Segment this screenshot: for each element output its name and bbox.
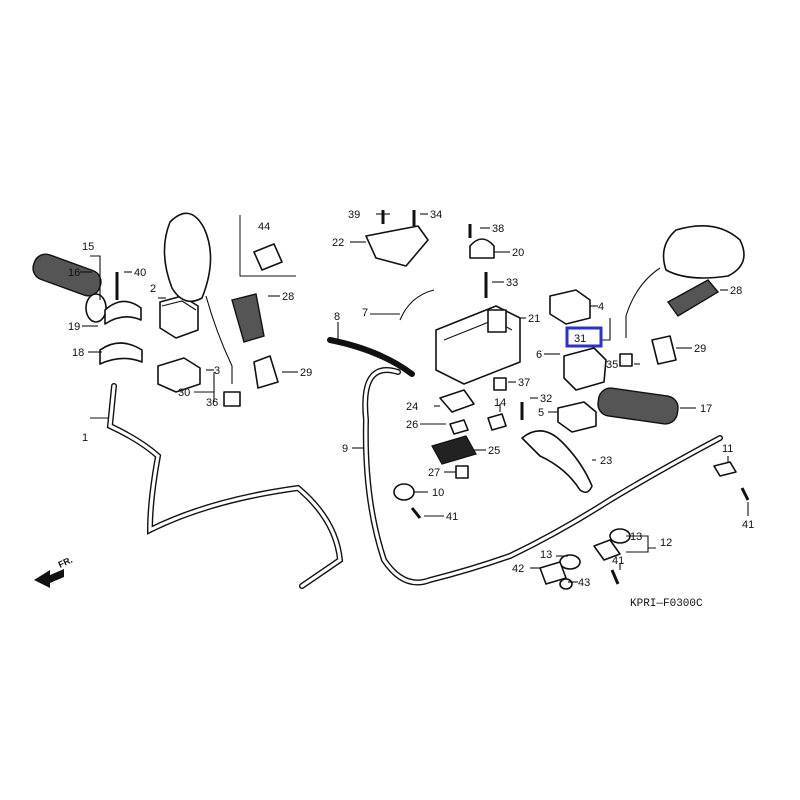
main-switch-housing	[435, 305, 521, 385]
callout-24: 24	[406, 401, 418, 413]
right-cap	[651, 335, 677, 365]
callout-32: 32	[540, 393, 552, 405]
plate-22	[365, 225, 429, 267]
clamp-upper	[104, 300, 142, 325]
bracket-24	[439, 389, 475, 413]
callout-30: 30	[178, 387, 190, 399]
brake-lever	[521, 430, 593, 494]
callout-33: 33	[506, 277, 518, 289]
callout-11: 11	[722, 443, 733, 455]
nut-37	[493, 377, 507, 391]
callout-13-right: 13	[630, 531, 642, 543]
left-switch-housing	[159, 295, 199, 339]
clip-12	[593, 539, 621, 561]
callout-41-right: 41	[742, 519, 754, 531]
washer-43	[559, 578, 573, 590]
callout-1: 1	[82, 432, 88, 444]
left-mirror	[163, 212, 233, 384]
callout-38: 38	[492, 223, 504, 235]
callout-42: 42	[512, 563, 524, 575]
nut-27	[455, 465, 469, 479]
switch-6	[563, 347, 607, 391]
callout-22: 22	[332, 237, 344, 249]
nut-36	[223, 391, 241, 407]
callout-40: 40	[134, 267, 146, 279]
left-grip	[32, 253, 107, 323]
callout-16: 16	[68, 267, 80, 279]
callout-25: 25	[488, 445, 500, 457]
callout-23: 23	[600, 455, 612, 467]
callout-20: 20	[512, 247, 524, 259]
callout-10: 10	[432, 487, 444, 499]
clutch-cable	[106, 383, 344, 589]
callout-9: 9	[342, 443, 348, 455]
callout-27: 27	[428, 467, 440, 479]
right-mirror	[625, 224, 745, 338]
callout-7: 7	[362, 307, 368, 319]
callout-6: 6	[536, 349, 542, 361]
callout-15: 15	[82, 241, 94, 253]
callout-4: 4	[598, 301, 604, 313]
bracket-26	[449, 419, 469, 435]
callout-26: 26	[406, 419, 418, 431]
callout-17: 17	[700, 403, 712, 415]
bracket-20	[469, 238, 495, 259]
throttle-cable	[327, 337, 723, 586]
callout-35: 35	[606, 359, 618, 371]
callout-13-left: 13	[540, 549, 552, 561]
left-switch-lower	[157, 357, 201, 393]
callout-29-left: 29	[300, 367, 312, 379]
callout-8: 8	[334, 311, 340, 323]
right-boot	[666, 279, 720, 317]
callout-29-right: 29	[694, 343, 706, 355]
callout-31: 31	[574, 333, 586, 345]
callout-2: 2	[150, 283, 156, 295]
collar-13-left	[559, 554, 581, 570]
callout-39: 39	[348, 209, 360, 221]
left-boot	[231, 293, 265, 343]
connector-11	[713, 461, 737, 477]
diagram-code: KPRI—F0300C	[630, 598, 703, 610]
bolt-41-center	[410, 507, 422, 519]
adjuster-10	[393, 483, 415, 501]
wire-7	[399, 289, 435, 321]
right-grip	[597, 387, 679, 425]
callout-28-right: 28	[730, 285, 742, 297]
callout-37: 37	[518, 377, 530, 389]
callout-41-center: 41	[446, 511, 458, 523]
left-cap	[253, 355, 279, 389]
callout-19: 19	[68, 321, 80, 333]
callout-5: 5	[538, 407, 544, 419]
callout-34: 34	[430, 209, 442, 221]
bolt-41-bottom	[610, 569, 620, 585]
bolt-41-right	[740, 487, 750, 501]
callout-18: 18	[72, 347, 84, 359]
front-direction-label: FR.	[57, 555, 74, 570]
callout-12: 12	[660, 537, 672, 549]
switch-5	[557, 401, 597, 433]
callout-43: 43	[578, 577, 590, 589]
nut-35	[619, 353, 633, 367]
bracket-25	[431, 435, 477, 465]
callout-21: 21	[528, 313, 540, 325]
callout-36: 36	[206, 397, 218, 409]
callout-41-bottom: 41	[612, 555, 624, 567]
clamp-lower	[99, 342, 143, 365]
item-44-box	[239, 215, 296, 277]
callout-3: 3	[214, 365, 220, 377]
highlight-box-31	[565, 326, 603, 348]
front-direction-arrow: FR.	[34, 555, 74, 588]
callout-14: 14	[494, 397, 506, 409]
switch-4	[549, 289, 591, 325]
callout-28-left: 28	[282, 291, 294, 303]
callout-labels: 1 2 3 4 5 6 7 8 9 10 11 12 13 13 14 15 1…	[68, 209, 754, 589]
switch-14	[487, 413, 507, 431]
clamp-42	[539, 561, 567, 585]
leader-lines	[80, 213, 749, 583]
callout-44: 44	[258, 221, 270, 233]
